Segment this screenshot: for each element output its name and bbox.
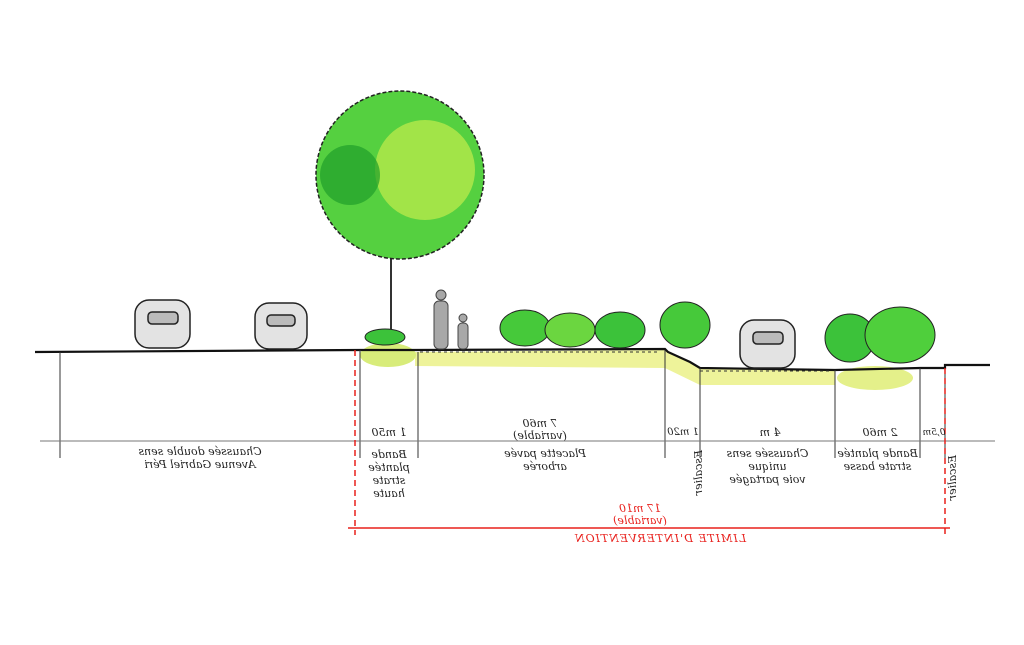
- cars: [134, 299, 796, 369]
- dimension-4m: 4 m: [759, 426, 781, 439]
- limit-label: LIMITE D'INTERVENTION: [573, 532, 747, 545]
- dimension-1m20: 1 m20: [667, 427, 699, 438]
- zone-label-placette: Placette pavée arborée: [504, 447, 586, 473]
- dimension-7m60: 7 m60(variable): [480, 417, 600, 442]
- tree-crown-highlight: [375, 120, 475, 220]
- dimension-2m60: 2 m60: [862, 426, 898, 439]
- dimension-1m50: 1 m50: [371, 426, 407, 439]
- paving: [420, 351, 830, 372]
- dimension-0m5: 0,5m: [922, 428, 946, 438]
- zone-label-avenue: Chaussée double sens Avenue Gabriel Péri: [138, 445, 262, 471]
- ground-line: [34, 347, 990, 372]
- planter-soil-left: [360, 343, 416, 367]
- shrubs: [364, 301, 936, 364]
- dimension-note: (variable): [513, 429, 567, 442]
- tree-crown-shade: [320, 145, 380, 205]
- total-note: (variable): [613, 514, 667, 527]
- zone-label-planted-low: Bande plantée strate basse: [837, 447, 918, 473]
- zone-label-planted-high: Bande plantée strate haute: [368, 448, 410, 500]
- total-dimension: 17 m10(variable): [590, 502, 690, 527]
- pedestrians: [433, 289, 469, 350]
- placette-ground: [415, 350, 835, 385]
- planter-soil-right: [837, 366, 913, 390]
- zone-label-stairs-2: Escalier: [946, 455, 959, 501]
- zone-label-one-way: Chaussée sens unique voie partagée: [726, 447, 809, 486]
- limit-of-intervention: [348, 350, 950, 535]
